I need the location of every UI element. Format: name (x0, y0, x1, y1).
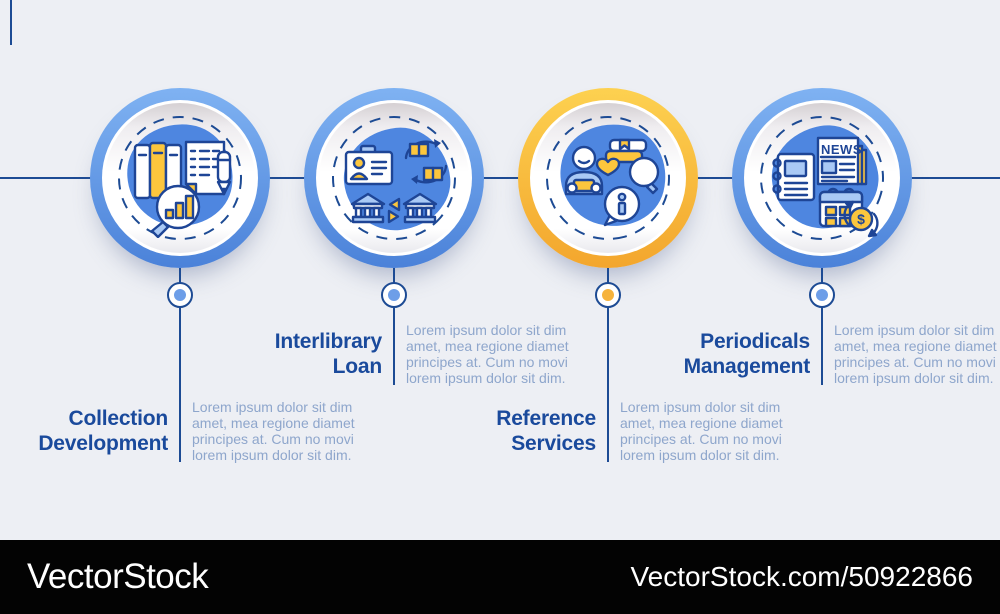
connector-line-reference-services (607, 268, 609, 462)
dashed-circle (118, 116, 242, 240)
body-line: Lorem ipsum dolor sit dim (620, 399, 781, 415)
step-title-line1: Interlibrary (274, 330, 383, 353)
body-line: lorem ipsum dolor sit dim. (192, 447, 352, 463)
node-dot-pip (174, 289, 186, 301)
step-title-line2: Management (683, 355, 811, 378)
step-body: Lorem ipsum dolor sit dim amet, mea regi… (834, 322, 1000, 386)
step-title-line1: Periodicals (700, 330, 810, 353)
node-dot-collection-development (167, 282, 193, 308)
step-circle-collection-development (90, 88, 270, 268)
step-title-line1: Collection (68, 407, 168, 430)
node-dot-reference-services (595, 282, 621, 308)
notebook-news-calendar-icon: NEWS (772, 136, 879, 238)
connector-line-interlibrary-loan (393, 268, 395, 385)
step-body: Lorem ipsum dolor sit dim amet, mea regi… (192, 399, 370, 463)
text-block-reference-services: Reference Services Lorem ipsum dolor sit… (430, 399, 798, 463)
body-line: Lorem ipsum dolor sit dim (406, 322, 567, 338)
step-title: Collection Development (2, 406, 168, 456)
circle-inner (533, 103, 683, 253)
watermark-bar: VectorStock VectorStock.com/50922866 (0, 540, 1000, 614)
watermark-url: VectorStock.com/50922866 (630, 561, 973, 592)
body-line: amet, mea regione diamet (406, 338, 569, 354)
dashed-circle (546, 116, 670, 240)
body-line: principes at. Cum no movi (406, 354, 568, 370)
frame-tick (10, 0, 12, 45)
node-dot-interlibrary-loan (381, 282, 407, 308)
node-dot-pip (388, 289, 400, 301)
body-line: principes at. Cum no movi (834, 354, 996, 370)
dashed-circle (332, 116, 456, 240)
connector-line-collection-development (179, 268, 181, 462)
dashed-circle (760, 116, 884, 240)
books-document-analytics-icon (133, 140, 232, 238)
text-block-interlibrary-loan: Interlibrary Loan Lorem ipsum dolor sit … (216, 322, 584, 386)
dollar-symbol: $ (857, 211, 865, 227)
step-title-line2: Development (38, 432, 168, 455)
node-dot-pip (816, 289, 828, 301)
body-line: lorem ipsum dolor sit dim. (620, 447, 780, 463)
body-line: lorem ipsum dolor sit dim. (406, 370, 566, 386)
body-line: amet, mea regione diamet (834, 338, 997, 354)
body-line: lorem ipsum dolor sit dim. (834, 370, 994, 386)
id-card-book-exchange-libraries-icon (344, 139, 448, 224)
timeline-line (0, 177, 1000, 179)
step-body: Lorem ipsum dolor sit dim amet, mea regi… (620, 399, 798, 463)
step-body: Lorem ipsum dolor sit dim amet, mea regi… (406, 322, 584, 386)
node-dot-periodicals-management (809, 282, 835, 308)
step-title: Interlibrary Loan (216, 329, 383, 379)
reader-books-info-bubble-icon (564, 138, 660, 227)
step-title: Periodicals Management (644, 329, 811, 379)
body-line: Lorem ipsum dolor sit dim (834, 322, 995, 338)
text-block-collection-development: Collection Development Lorem ipsum dolor… (2, 399, 370, 463)
body-line: principes at. Cum no movi (192, 431, 354, 447)
step-circle-reference-services (518, 88, 698, 268)
step-circle-interlibrary-loan (304, 88, 484, 268)
step-circle-periodicals-management: NEWS (732, 88, 912, 268)
step-title-line2: Services (511, 432, 596, 455)
node-dot-pip (602, 289, 614, 301)
connector-line-periodicals-management (821, 268, 823, 385)
text-block-periodicals-management: Periodicals Management Lorem ipsum dolor… (644, 322, 1000, 386)
body-line: amet, mea regione diamet (620, 415, 783, 431)
step-title-line2: Loan (332, 355, 383, 378)
body-line: principes at. Cum no movi (620, 431, 782, 447)
body-line: amet, mea regione diamet (192, 415, 355, 431)
body-line: Lorem ipsum dolor sit dim (192, 399, 353, 415)
step-title: Reference Services (430, 406, 596, 456)
circle-inner (319, 103, 469, 253)
vectorstock-logo: VectorStock (27, 557, 209, 596)
news-label: NEWS (821, 142, 862, 157)
step-title-line1: Reference (496, 407, 596, 430)
